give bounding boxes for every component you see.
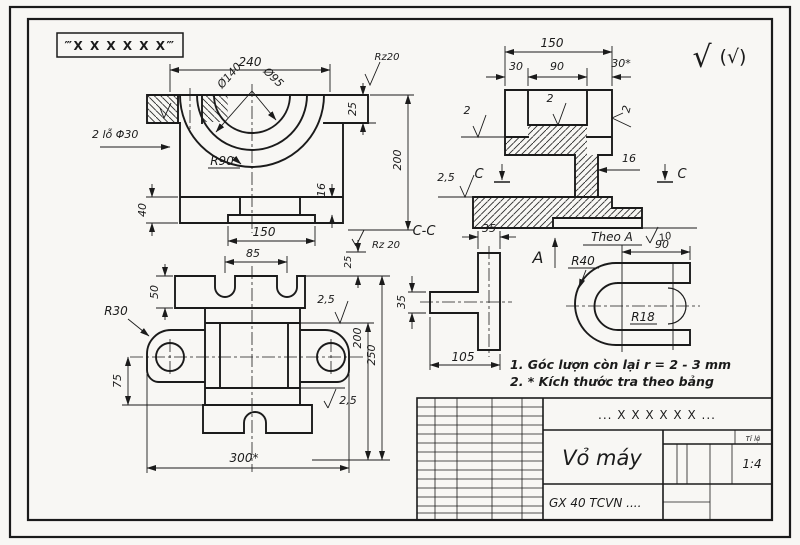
surface-paren-icon: (√) — [720, 46, 747, 68]
stamp-box: ‴X X X X X X‴ — [56, 32, 184, 58]
dim-30-left-label: 30 — [509, 60, 523, 73]
title-block-revision-grid — [417, 398, 543, 520]
section-cc-shape — [429, 252, 501, 351]
stamp-text: ‴X X X X X X‴ — [64, 39, 175, 53]
dim-90-side-label: 90 — [550, 60, 564, 73]
dim-240-label: 240 — [239, 55, 262, 69]
side-outline — [472, 89, 643, 229]
detail-a-outline — [574, 262, 691, 346]
rough-25-plan-top-label: 2,5 — [317, 293, 335, 306]
rough-25-plan-bottom-label: 2,5 — [339, 394, 357, 407]
plan-centerlines — [130, 266, 365, 472]
front-outline — [146, 94, 369, 224]
dim-250-plan-label: 250 — [365, 345, 378, 366]
section-cc-dimensions — [408, 231, 516, 370]
rough-25-side-label: 2,5 — [437, 171, 455, 184]
hatch-web — [575, 155, 598, 197]
hatch-slab — [505, 125, 587, 155]
dim-150-side-label: 150 — [541, 36, 564, 50]
surface-all-icon: √ — [692, 40, 712, 75]
note-line-2: 2. * Kích thước tra theo bảng — [510, 374, 714, 389]
sheet-frame — [8, 5, 792, 539]
section-c-left-label: C — [474, 167, 484, 182]
dia-140-label: Ø140 — [214, 60, 244, 91]
surface-rz20-bottom-label: Rz 20 — [372, 240, 400, 251]
material-spec: GX 40 TCVN .... — [549, 496, 641, 510]
dim-25-plan-label: 25 — [343, 256, 354, 269]
section-cc-centerlines — [420, 246, 512, 357]
title-block-scale-grid — [663, 430, 736, 520]
hatch-flange-left — [148, 96, 178, 122]
dim-200-front-label: 200 — [391, 150, 404, 171]
dim-85-label: 85 — [246, 247, 260, 260]
radius-r18-label: R18 — [631, 310, 655, 324]
section-c-markers — [494, 164, 673, 183]
radius-r90-label: R90 — [210, 154, 234, 168]
dim-35-top-label: 35 — [482, 222, 496, 235]
surface-finish-note: √ (√) — [692, 40, 746, 75]
hatch-base — [473, 197, 642, 228]
dim-16-front-label: 16 — [315, 183, 328, 197]
section-cc-title: C-C — [413, 224, 437, 239]
part-name: Vỏ máy — [562, 446, 642, 470]
dim-30-right-label: 30* — [611, 57, 631, 70]
side-view: 150 30 90 30* 2 2 2 2,5 16 10 C C — [437, 36, 697, 245]
front-view: 240 Rz20 Ø140 Ø95 R90 2 lỗ Φ30 40 16 25 … — [92, 52, 414, 251]
dim-50-label: 50 — [148, 285, 161, 299]
detail-a-view: A Theo A R40 90 R18 — [532, 230, 700, 352]
rough-2-right-label: 2 — [619, 104, 633, 114]
section-c-right-label: C — [677, 167, 687, 182]
dim-35-left-label: 35 — [395, 295, 408, 309]
notes: 1. Góc lượn còn lại r = 2 - 3 mm 2. * Kí… — [510, 357, 731, 389]
title-header: ... X X X X X X ... — [598, 408, 716, 422]
holes-note-label: 2 lỗ Φ30 — [92, 128, 138, 141]
dim-16-side-label: 16 — [622, 152, 636, 165]
plan-outline — [146, 275, 350, 434]
radius-r40-label: R40 — [571, 254, 595, 268]
dim-105-label: 105 — [452, 350, 475, 364]
plan-dimensions — [122, 240, 390, 473]
front-dimensions — [100, 61, 414, 247]
scale-value: 1:4 — [742, 457, 761, 471]
rough-10-label: 10 — [658, 231, 673, 245]
detail-a-edges — [621, 245, 674, 352]
radius-r30-label: R30 — [104, 304, 128, 318]
rough-2-top-label: 2 — [547, 92, 554, 105]
dim-75-label: 75 — [111, 374, 124, 388]
detail-a-dimensions — [552, 237, 691, 325]
dim-200-plan-label: 200 — [351, 328, 364, 349]
note-line-1: 1. Góc lượn còn lại r = 2 - 3 mm — [510, 357, 731, 372]
rough-2-left-label: 2 — [464, 104, 471, 117]
dim-300-label: 300* — [230, 451, 259, 465]
dim-25-front-label: 25 — [346, 102, 359, 116]
dim-150-front-label: 150 — [253, 225, 276, 239]
detail-a-title: Theo A — [591, 230, 633, 244]
front-centerlines — [189, 84, 253, 233]
dim-40-label: 40 — [136, 203, 149, 217]
title-block: ... X X X X X X ... Vỏ máy GX 40 TCVN ..… — [416, 397, 773, 521]
section-cc-view: C-C 35 35 105 — [395, 222, 516, 370]
scale-label: Tỉ lệ — [746, 435, 761, 443]
side-dimensions — [438, 46, 659, 244]
surface-rz20-top-label: Rz20 — [375, 52, 400, 63]
view-a-label: A — [532, 248, 544, 267]
dia-95-label: Ø95 — [260, 64, 286, 90]
front-leaders — [159, 90, 277, 169]
plan-view: 85 50 R30 75 300* 2,5 25 200 250 2,5 — [104, 240, 390, 473]
dim-90-detail-label: 90 — [655, 238, 669, 251]
